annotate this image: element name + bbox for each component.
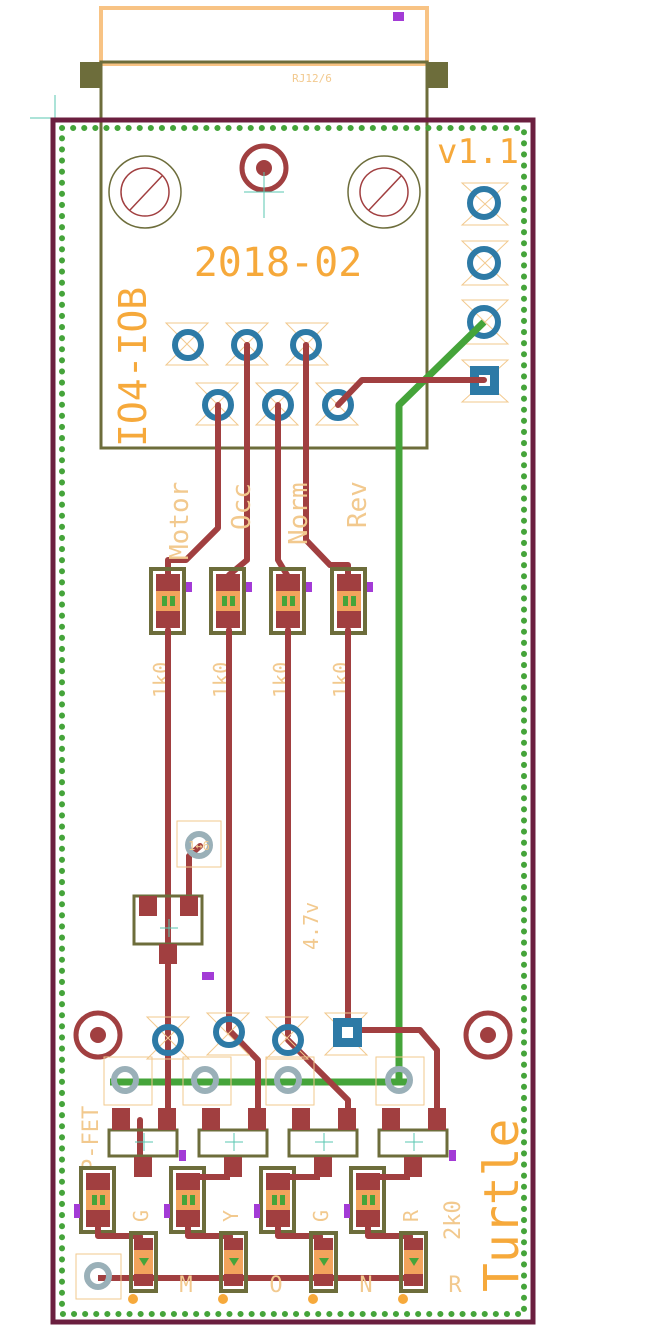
bottom-layer-trace [395, 319, 487, 1082]
led-resistor-value: 2k0 [441, 1200, 466, 1240]
board-name-label: IO4-IOB [111, 287, 155, 447]
resistor-r3 [269, 567, 306, 635]
date-label: 2018-02 [194, 240, 363, 286]
led-label-1: G [129, 1210, 153, 1222]
led-2 [218, 1231, 248, 1304]
pfet-3 [287, 1108, 359, 1177]
leds [128, 1231, 428, 1304]
lower-pins [145, 1012, 369, 1060]
led-resistors [74, 1166, 386, 1234]
input-label-norm: Norm [284, 482, 314, 545]
long-traces [137, 627, 440, 1168]
connector-tab-right [426, 62, 448, 88]
connector-tab-left [80, 62, 102, 88]
version-label: v1.1 [437, 132, 519, 172]
origin-marker [393, 12, 404, 21]
pfet-row [107, 1108, 456, 1177]
ground-pour-edge [59, 125, 527, 1317]
led-label-4: R [399, 1209, 423, 1222]
pfet-1 [107, 1108, 179, 1177]
bottom-via [84, 1262, 112, 1290]
bottom-letter-n: N [359, 1273, 372, 1298]
mount-hole-lower-right-icon [463, 1010, 513, 1060]
resistor-r4 [330, 567, 367, 635]
regulator-4v7: 1↔6 [132, 820, 222, 980]
input-label-occ: Occ [227, 483, 257, 530]
led-1 [128, 1231, 158, 1304]
header-pin [467, 246, 501, 280]
bottom-letter-m: M [179, 1273, 192, 1298]
mount-hole-lower-left-icon [73, 1010, 123, 1060]
board-outline [50, 117, 536, 1325]
resistor-r2 [209, 567, 246, 635]
connector-footprint [99, 60, 429, 450]
led-3 [308, 1231, 338, 1304]
connector-pins [164, 322, 360, 426]
brand-label: Turtle [474, 1119, 530, 1292]
pfet-4 [377, 1108, 449, 1177]
input-label-motor: Motor [165, 482, 195, 560]
resistor-r1 [149, 567, 186, 635]
bus-vias [103, 1056, 425, 1106]
voltage-label: 4.7v [299, 902, 323, 950]
svg-text:1↔6: 1↔6 [188, 839, 210, 853]
pfet-label: P-FET [79, 1106, 104, 1172]
led-label-3: G [309, 1210, 333, 1222]
led-label-2: Y [219, 1210, 243, 1222]
bottom-letter-r: R [448, 1273, 462, 1298]
mount-hole-inner-icon [120, 167, 170, 217]
header-pin [467, 186, 501, 220]
mount-hole-inner-icon [359, 167, 409, 217]
header-pin [467, 305, 501, 339]
connector-label: RJ12/6 [292, 72, 332, 85]
connector-outline [99, 6, 429, 66]
mount-hole-icon [347, 155, 421, 229]
pfet-2 [197, 1108, 269, 1177]
mount-hole-icon [108, 155, 182, 229]
header-pins [460, 182, 510, 403]
led-4 [398, 1231, 428, 1304]
top-traces [165, 342, 487, 593]
bottom-letter-o: O [269, 1273, 282, 1298]
input-resistors [149, 567, 373, 635]
input-label-rev: Rev [343, 481, 373, 528]
